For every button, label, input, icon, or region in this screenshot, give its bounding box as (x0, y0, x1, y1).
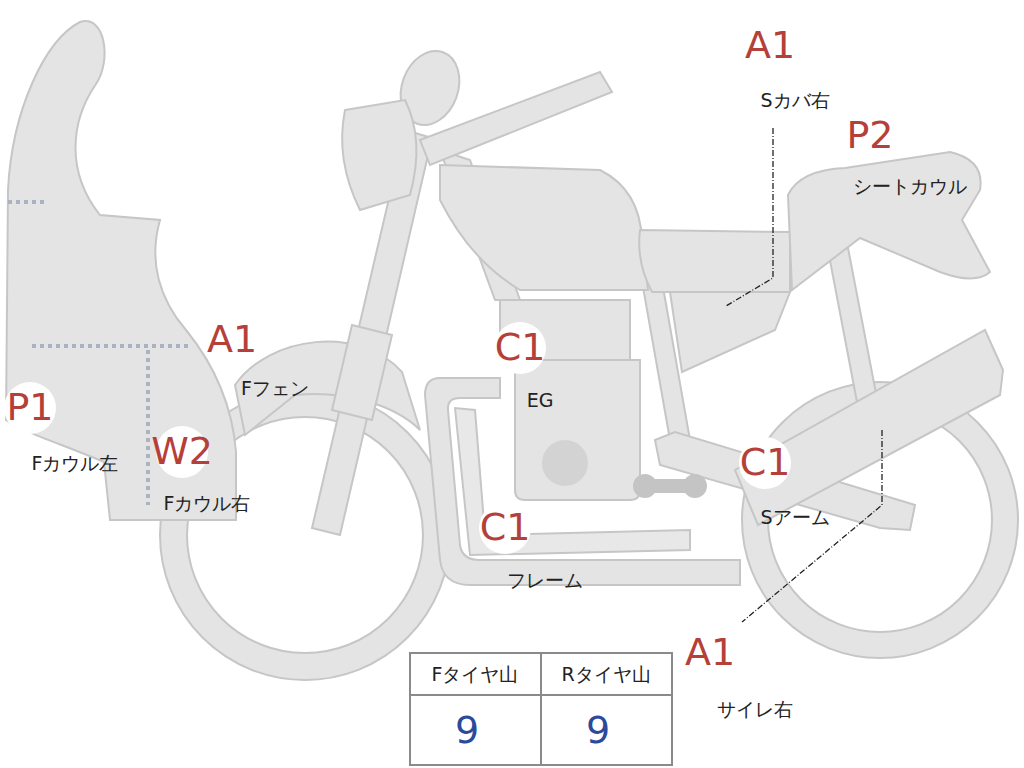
part-name: Sカバ右 (760, 90, 829, 111)
table-value: 9 (455, 710, 479, 752)
callout-code: C1 (739, 437, 791, 489)
callout-code: A1 (206, 314, 258, 366)
cowl-divider (146, 350, 150, 505)
part-name: Fフェン (241, 378, 309, 399)
tire-table (410, 653, 672, 765)
callout-code: P2 (844, 110, 896, 162)
footpeg-end (684, 475, 706, 497)
table-rule (540, 653, 542, 765)
callout-code: P1 (4, 382, 56, 434)
part-name: EG (527, 390, 554, 411)
engine-cover (543, 441, 587, 485)
front-cowl (6, 21, 236, 520)
front-fender (235, 342, 420, 435)
table-header: Fタイヤ山 (432, 664, 519, 685)
cowl-divider (8, 200, 48, 204)
fork-slider (332, 325, 392, 420)
part-name: サイレ右 (717, 699, 793, 720)
callout-code: C1 (479, 502, 531, 554)
engine-body (515, 360, 640, 500)
callout-code: A1 (744, 20, 796, 72)
muffler (735, 330, 1003, 525)
callout-code: C1 (494, 322, 546, 374)
headlight (342, 100, 416, 210)
part-name: シートカウル (853, 176, 967, 197)
cowl-divider (32, 344, 192, 348)
part-name: Fカウル右 (164, 493, 251, 514)
footpeg-end (634, 475, 656, 497)
seat (639, 230, 790, 292)
part-name: Fカウル左 (32, 453, 119, 474)
part-name: フレーム (507, 570, 583, 591)
fuel-tank (440, 165, 648, 290)
table-value: 9 (586, 710, 610, 752)
callout-code: W2 (156, 426, 208, 478)
part-name: Sアーム (760, 507, 829, 528)
callout-code: A1 (684, 627, 736, 679)
table-header: Rタイヤ山 (561, 664, 650, 685)
seat-cowl (788, 152, 990, 290)
leader-line (726, 128, 773, 306)
